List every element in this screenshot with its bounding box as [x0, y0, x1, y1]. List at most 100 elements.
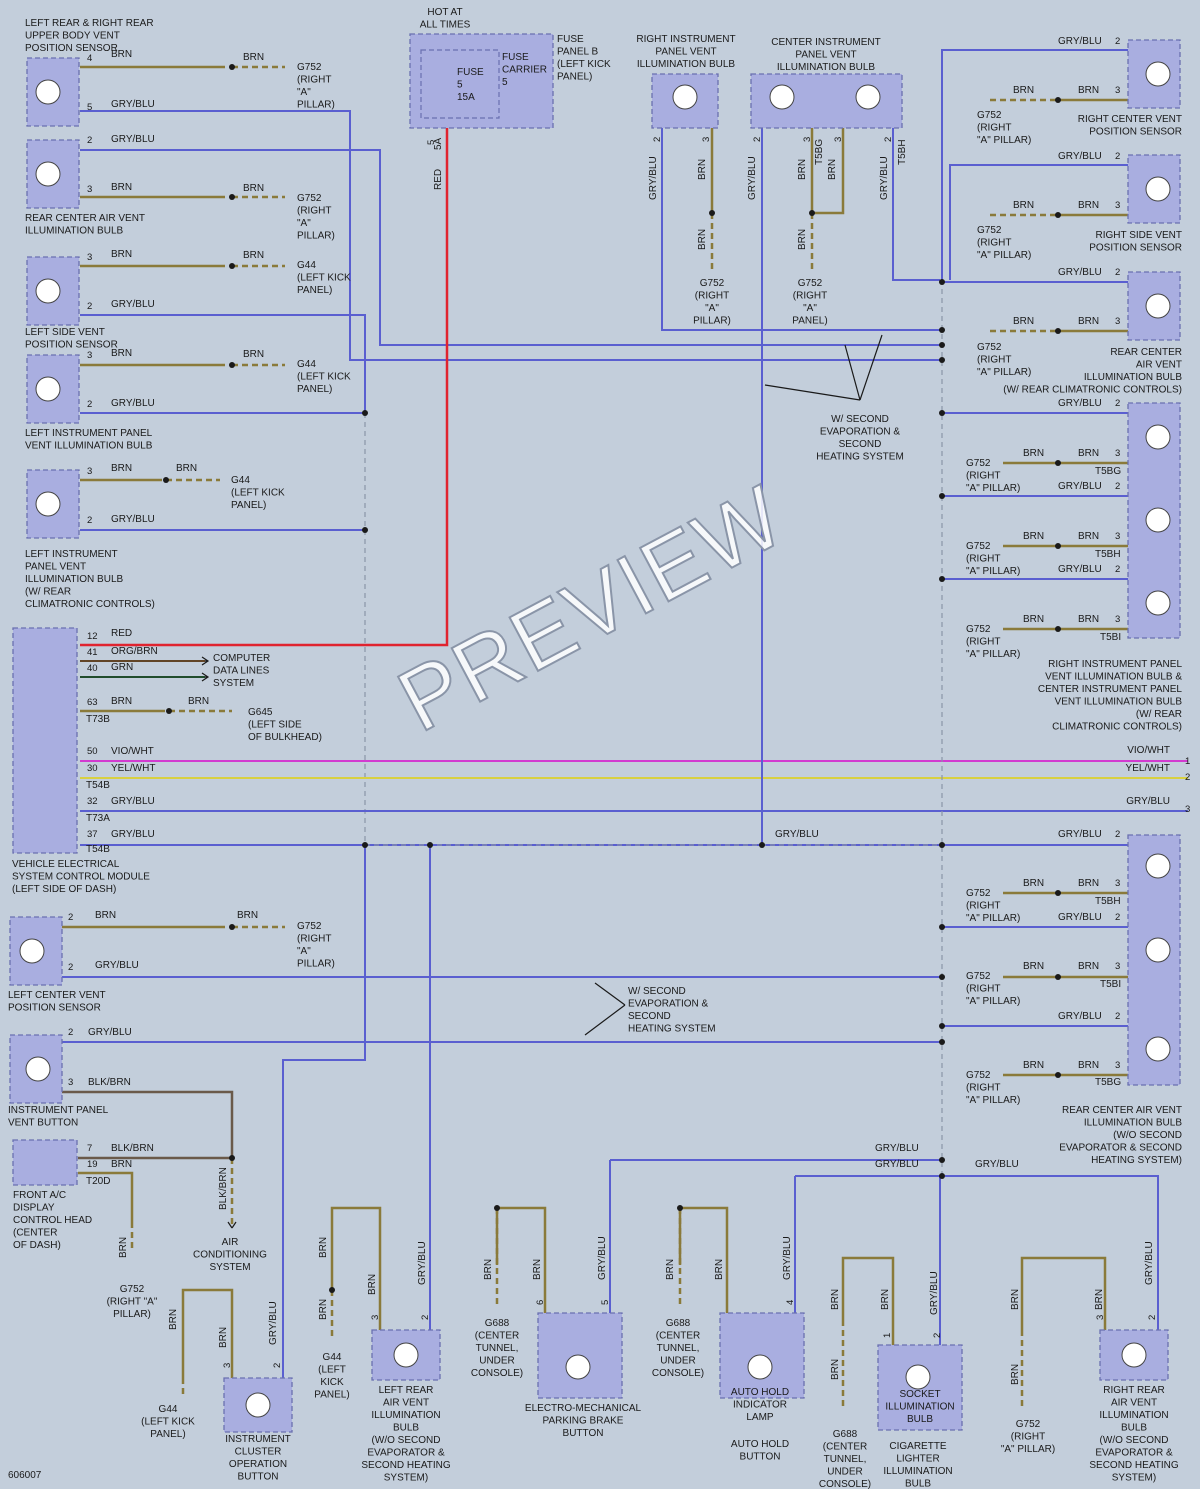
splice-dot — [494, 1205, 500, 1211]
t5bg-2-label: T5BG — [1095, 1077, 1121, 1088]
pin-number: 3 — [1115, 448, 1120, 459]
vwire-6-label: BRN — [797, 159, 808, 180]
pin-number: 2 — [932, 1333, 943, 1338]
splice-dot — [362, 842, 368, 848]
splice-dot — [939, 924, 945, 930]
brnr-6-label: BRN — [1023, 448, 1044, 459]
gb-b3-label: GRY/BLU — [975, 1159, 1019, 1170]
c_blkbrn-label: BLK/BRN — [88, 1077, 131, 1088]
vwire-19-label: BRN — [367, 1274, 378, 1295]
splice-dot — [1055, 890, 1061, 896]
splice-dot — [939, 1173, 945, 1179]
g752-3-label: G752(RIGHT"A" PILLAR) — [977, 110, 1031, 146]
vwire-14-label: BRN — [168, 1309, 179, 1330]
wire-8-label: BRN — [111, 463, 132, 474]
splice-dot — [1055, 212, 1061, 218]
t54b-label: T54B — [86, 780, 110, 791]
bulb-icon — [769, 84, 795, 110]
vwire-7-label: BRN — [827, 159, 838, 180]
bulb-icon — [1145, 1036, 1171, 1062]
vwire-25-label: BRN — [714, 1259, 725, 1280]
pin-number: 41 — [87, 647, 98, 658]
pin-number: 5 — [87, 102, 92, 113]
pin-number: 37 — [87, 829, 98, 840]
splice-dot — [229, 1155, 235, 1161]
brnr-0-label: BRN — [1013, 85, 1034, 96]
g752r-4-label: G752(RIGHT"A" PILLAR) — [966, 971, 1020, 1007]
vwire-0-label: RED — [433, 169, 444, 190]
vwire-28-label: BRN — [830, 1359, 841, 1380]
brn-1-label: BRN — [243, 183, 264, 194]
c_viowht-label: VIO/WHT — [111, 746, 154, 757]
brnr-16-label: BRN — [1023, 1060, 1044, 1071]
brn-v-label: BRN — [111, 696, 132, 707]
pin-number: 2 — [1115, 481, 1120, 492]
t73a-label: T73A — [86, 813, 110, 824]
pin-number: 2 — [68, 1027, 73, 1038]
splice-dot — [939, 842, 945, 848]
pin-number: 3 — [68, 1077, 73, 1088]
splice-dot — [229, 263, 235, 269]
splice-dot — [939, 493, 945, 499]
gb-b1-label: GRY/BLU — [875, 1143, 919, 1154]
t73b-label: T73B — [86, 714, 110, 725]
pin-number: 2 — [87, 399, 92, 410]
pin-number: 2 — [1115, 398, 1120, 409]
splice-dot — [939, 410, 945, 416]
brnr-11-label: BRN — [1078, 614, 1099, 625]
wire-5-label: GRY/BLU — [111, 299, 155, 310]
brn-3-label: BRN — [243, 349, 264, 360]
bulb-icon — [905, 1364, 931, 1390]
pin-number: 2 — [87, 301, 92, 312]
vwire-3-label: BRN — [697, 159, 708, 180]
vwire-16-label: GRY/BLU — [268, 1301, 279, 1345]
splice-dot — [939, 1157, 945, 1163]
brn-4-label: BRN — [176, 463, 197, 474]
pin-number: 1 — [1185, 756, 1190, 767]
bulb-icon — [1145, 293, 1171, 319]
bulb-icon — [1145, 853, 1171, 879]
vwire-33-label: BRN — [1094, 1289, 1105, 1310]
pin-number: 3 — [833, 137, 844, 142]
gbr-7-label: GRY/BLU — [1058, 912, 1102, 923]
vwire-31-label: BRN — [1010, 1289, 1021, 1310]
splice-dot — [939, 327, 945, 333]
pin-number: 63 — [87, 697, 98, 708]
g752r-5-label: G752(RIGHT"A" PILLAR) — [966, 1070, 1020, 1106]
arrows — [80, 334, 883, 1229]
gb-ip-label: GRY/BLU — [88, 1027, 132, 1038]
t5bh-2-label: T5BH — [1095, 896, 1121, 907]
g752r-2-label: G752(RIGHT"A" PILLAR) — [966, 624, 1020, 660]
g752-2-label: G752(RIGHT"A"PILLAR) — [297, 921, 335, 970]
vwire-32-label: BRN — [1010, 1364, 1021, 1385]
splice-dot — [1055, 626, 1061, 632]
splice-dot — [229, 64, 235, 70]
bulb-icon — [245, 1392, 271, 1418]
splice-dot — [809, 210, 815, 216]
gbr-3-label: GRY/BLU — [1058, 398, 1102, 409]
vwire-21-label: BRN — [483, 1259, 494, 1280]
gb-lc-label: GRY/BLU — [95, 960, 139, 971]
vwire-10-label: GRY/BLU — [879, 156, 890, 200]
pin-number: 2 — [752, 137, 763, 142]
brnr-17-label: BRN — [1078, 1060, 1099, 1071]
pin-number: 19 — [87, 1159, 98, 1170]
pin-number: 6 — [535, 1300, 546, 1305]
t5bi-2-label: T5BI — [1100, 979, 1121, 990]
t5bi-label: T5BI — [1100, 632, 1121, 643]
vwire-26-label: GRY/BLU — [782, 1236, 793, 1280]
